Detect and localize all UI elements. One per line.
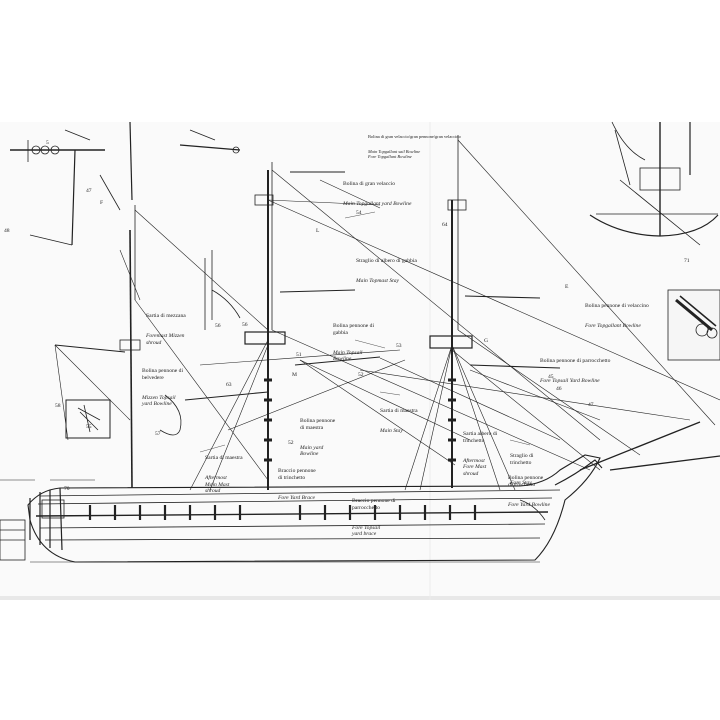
label-it: Sartia di maestra	[380, 408, 418, 415]
label-en: Main Topgallant yard Bowline	[343, 200, 412, 207]
leader-lines	[199, 211, 531, 453]
label-it: Sartia di mezzana	[146, 313, 186, 320]
ref-number: 54	[356, 210, 362, 216]
label-it: Bolina pennone di trinchetto	[508, 475, 544, 488]
label-main-topmast-stay: Straglio di albero di gabbia Main Topmas…	[356, 245, 417, 298]
ref-number: 63	[226, 382, 232, 388]
detail-top-right	[589, 121, 719, 246]
paper-sheet	[0, 122, 720, 600]
ref-number: 47	[588, 402, 594, 408]
ref-number: L	[316, 228, 320, 234]
bowsprit	[579, 421, 720, 471]
ref-number: 70	[64, 486, 70, 492]
ref-number: 5	[46, 140, 49, 146]
label-aftermost-main-shroud: Sartia di maestra Aftermost Main Mast sh…	[205, 442, 243, 508]
label-en: Foremast Mizzen shroud	[146, 332, 185, 346]
ref-number: 55	[86, 424, 92, 430]
ref-number: 57	[155, 431, 161, 437]
label-it: Bolina pennone di gabbia	[333, 323, 375, 336]
label-it: Bolina pennone di parrocchetto	[540, 358, 611, 365]
label-en: Aftermost Main Mast shroud	[205, 474, 230, 495]
label-it: Sartia albero di trinchetto	[463, 431, 498, 444]
ref-number: 58	[55, 403, 61, 409]
label-fore-topgallant-bowline: Bolina di gran velaccio/gran pennone/gra…	[368, 124, 461, 169]
ref-number: 71	[684, 258, 690, 264]
ref-number: 45	[548, 374, 554, 380]
label-it: Bolina pennone di velaccino	[585, 303, 649, 310]
label-en: Fore Yard Bowline	[508, 501, 550, 508]
label-it: Bolina pennone di maestra	[300, 418, 336, 431]
ref-number: 64	[442, 222, 448, 228]
label-it: Straglio di albero di gabbia	[356, 258, 417, 265]
label-en: Fore Topsail Yard Bowline	[540, 377, 600, 384]
label-fore-yard-bowline: Bolina pennone di trinchetto Fore Yard B…	[508, 462, 550, 521]
label-en: Main Stay	[380, 427, 403, 434]
ref-number: F	[100, 200, 104, 206]
label-mizzen-shroud: Sartia di mezzana Foremast Mizzen shroud	[146, 300, 186, 359]
ref-number: 52	[288, 440, 294, 446]
detail-bottom-left	[0, 519, 26, 561]
label-en: Mizzen Topsail yard Bowline	[142, 394, 176, 408]
label-en: Fore Yard Brace	[278, 494, 315, 501]
label-it: Bolina di gran velaccio/gran pennone/gra…	[368, 134, 461, 139]
label-it: Bolina di gran velaccio	[343, 181, 396, 188]
ref-number: 53	[396, 343, 402, 349]
label-main-yard-bowline: Bolina pennone di maestra Main yard Bowl…	[300, 405, 335, 471]
detail-top-left	[10, 121, 241, 246]
label-en: Fore Topsail yard brace	[352, 524, 381, 538]
label-it: Braccio pennone di trinchetto	[278, 468, 316, 481]
ref-number: 46	[556, 386, 562, 392]
label-it: Braccio pennone di parrocchetto	[352, 498, 396, 511]
label-en: Main Topsail Bowline	[333, 349, 363, 363]
ref-number: 56	[242, 322, 248, 328]
label-en: Main Topgallant sail Bowline Fore Topgal…	[368, 149, 421, 159]
label-foremast-shroud: Sartia albero di trinchetto Aftermost Fo…	[463, 418, 497, 491]
label-main-topsail-bowline: Bolina pennone di gabbia Main Topsail Bo…	[333, 310, 374, 376]
label-it: Straglio di trinchetto	[510, 453, 534, 466]
label-fore-topgallant-bowline-right: Bolina pennone di velaccino Fore Topgall…	[585, 290, 649, 343]
label-main-stay: Sartia di maestra Main Stay	[380, 395, 418, 448]
ref-number: 56	[215, 323, 221, 329]
detail-rope-inset	[667, 289, 720, 361]
rigging-lines	[0, 139, 720, 491]
label-en: Main Topmast Stay	[356, 277, 399, 284]
label-main-topgallant-yard-bowline: Bolina di gran velaccio Main Topgallant …	[343, 168, 411, 221]
ship-hull	[27, 454, 603, 563]
label-en: Fore Stay	[510, 479, 532, 486]
label-fore-stay: Straglio di trinchetto Fore Stay	[510, 440, 533, 499]
yards	[54, 171, 561, 401]
label-it: Bolina pennone di belvedere	[142, 368, 184, 381]
label-en: Fore Topgallant Bowline	[585, 322, 641, 329]
ref-number: 47	[86, 188, 92, 194]
label-fore-topsail-yard-brace: Braccio pennone di parrocchetto Fore Top…	[352, 485, 396, 551]
ref-number: M	[292, 372, 297, 378]
label-fore-topsail-yard-bowline: Bolina pennone di parrocchetto Fore Tops…	[540, 345, 610, 398]
ref-number: 51	[296, 352, 302, 358]
detail-mizzen-blocks	[65, 250, 241, 439]
label-fore-yard-brace: Braccio pennone di trinchetto Fore Yard …	[278, 455, 316, 514]
ref-number: E	[565, 284, 569, 290]
label-en: Aftermost Fore Mast shroud	[463, 457, 487, 477]
ref-number: 52	[358, 372, 364, 378]
ref-number: 48	[4, 228, 10, 234]
ref-number: G	[484, 338, 489, 344]
label-mizzen-topsail-bowline: Bolina pennone di belvedere Mizzen Topsa…	[142, 355, 183, 421]
label-it: Sartia di maestra	[205, 455, 243, 462]
label-en: Main yard Bowline	[300, 444, 324, 458]
mizzen-mast	[119, 205, 141, 489]
